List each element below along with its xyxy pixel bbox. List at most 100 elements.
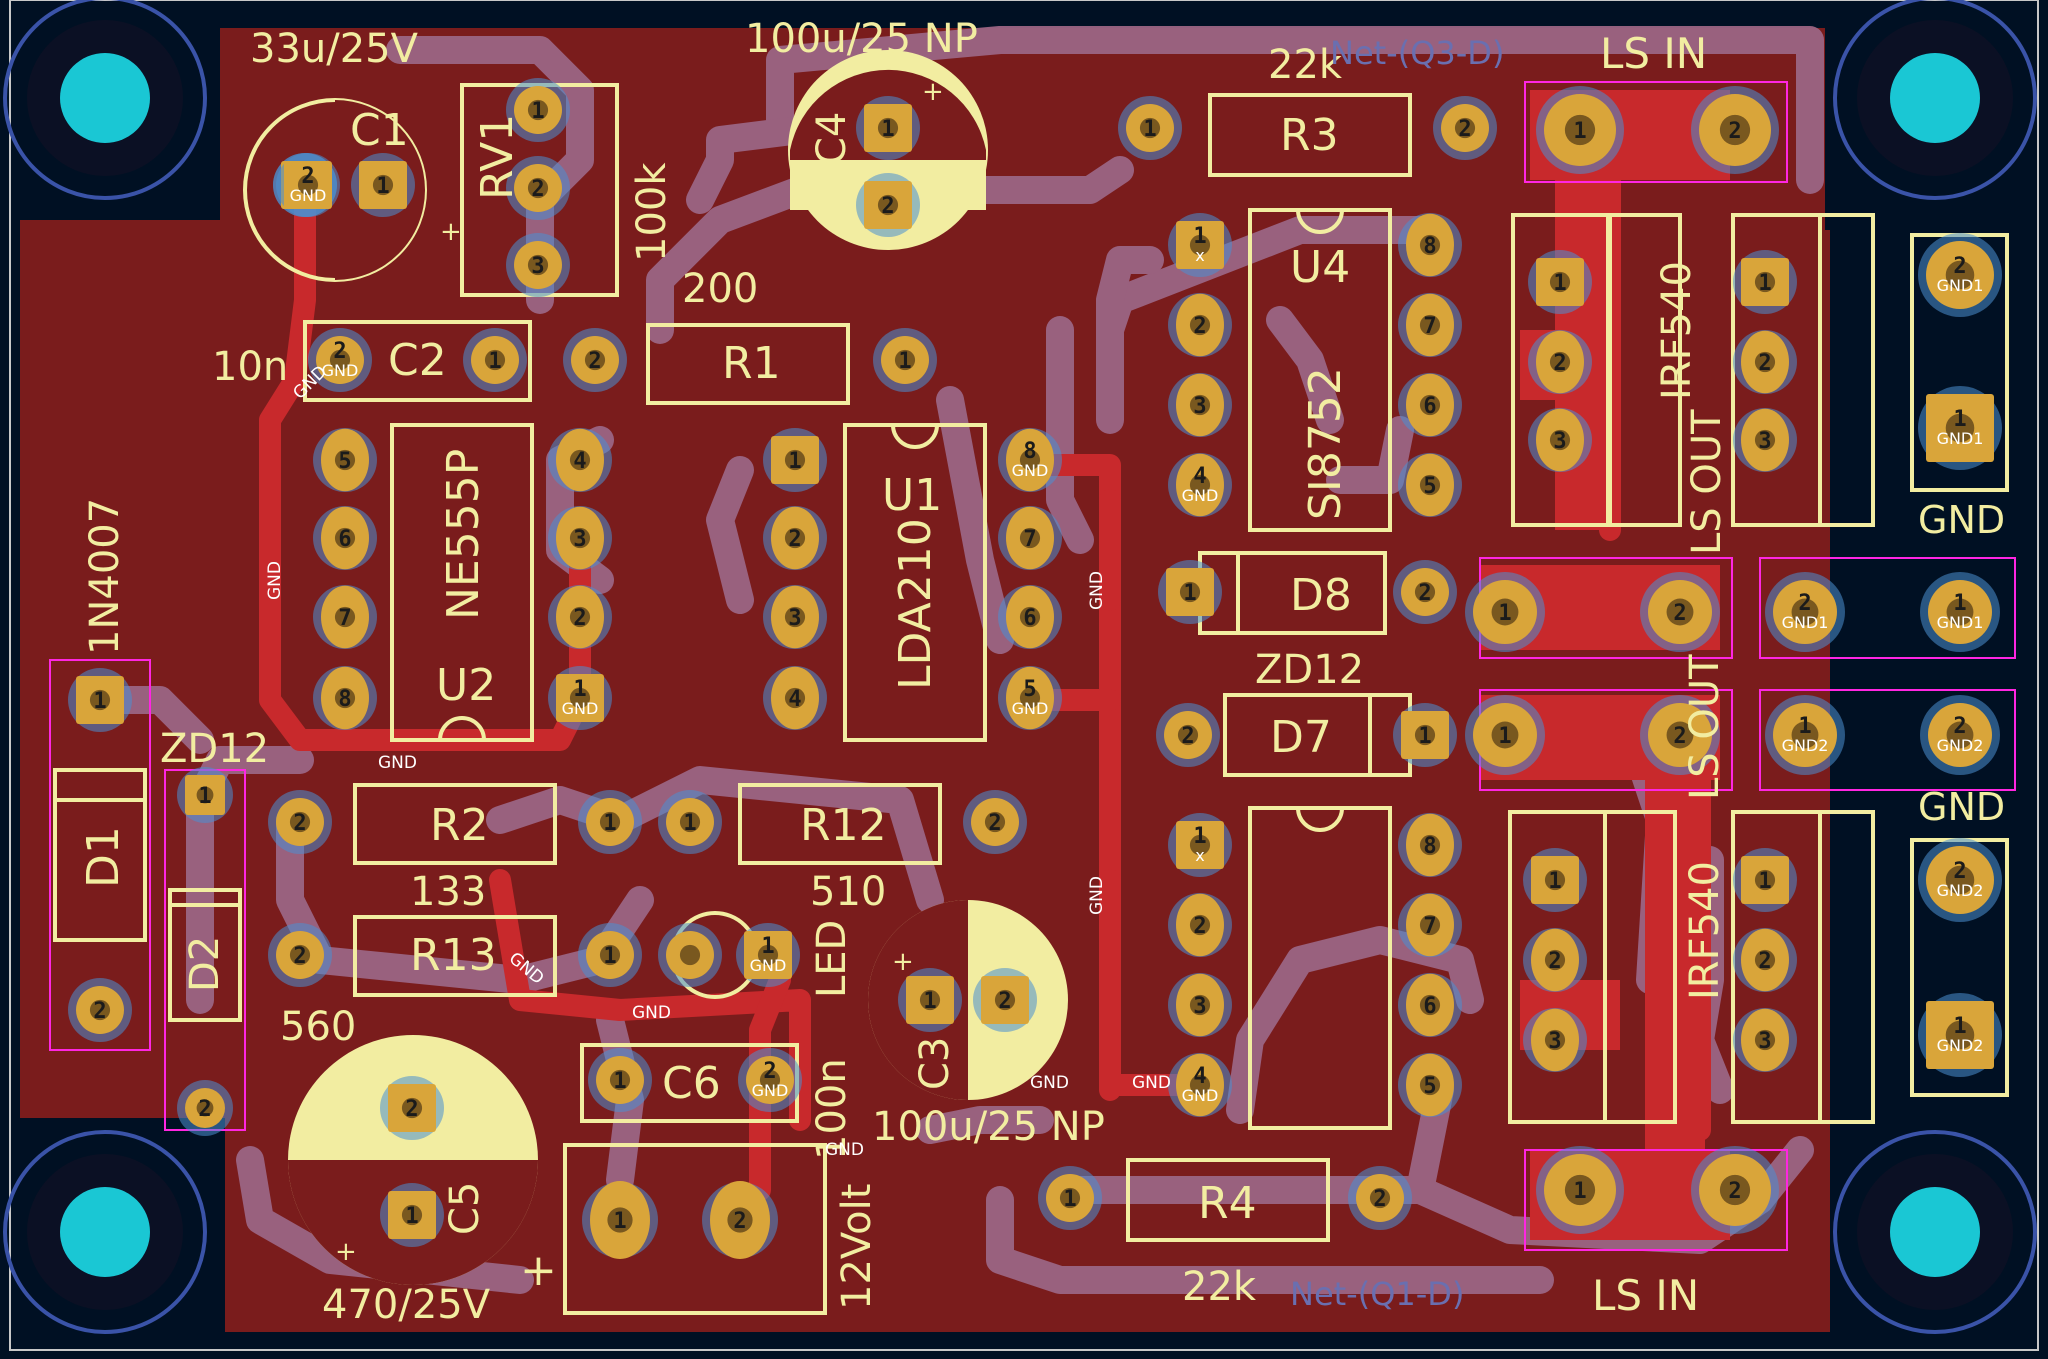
pad-net-label: GND bbox=[1182, 486, 1219, 505]
pad-net-label: GND2 bbox=[1782, 736, 1829, 755]
pad-net-label: GND bbox=[1012, 461, 1049, 480]
gnd-net-label: GND bbox=[378, 753, 417, 773]
pad: 1x bbox=[1168, 813, 1232, 877]
pad: 1 bbox=[351, 153, 415, 217]
pad-net-label: GND bbox=[752, 1081, 789, 1100]
pad: 1 bbox=[578, 923, 642, 987]
pin-number: 1 bbox=[1758, 271, 1771, 296]
pad: 6 bbox=[1398, 373, 1462, 437]
pad: 3 bbox=[1168, 973, 1232, 1037]
pin-number: 2 bbox=[1953, 254, 1966, 279]
pin-number: 2 bbox=[1373, 1187, 1386, 1212]
r2-value: 133 bbox=[410, 869, 486, 915]
pin-number: 2 bbox=[1418, 581, 1431, 606]
pin-number: 1 bbox=[1193, 224, 1206, 249]
pad: 1 bbox=[873, 328, 937, 392]
pin-number: 1 bbox=[881, 117, 894, 142]
pad-net-label: GND bbox=[750, 956, 787, 975]
pad: 2 bbox=[268, 923, 332, 987]
pin-number: 1 bbox=[93, 689, 106, 714]
u1-ref: U1 bbox=[882, 470, 942, 521]
pin-number: 4 bbox=[788, 687, 801, 712]
pin-number: 2 bbox=[1728, 1179, 1741, 1204]
r12-value: 510 bbox=[810, 869, 886, 915]
mounting-hole-bottom-right bbox=[1833, 1130, 2037, 1334]
pad: 1 bbox=[588, 1048, 652, 1112]
pin-number: 1 bbox=[405, 1204, 418, 1229]
pin-number: 1 bbox=[1498, 724, 1511, 749]
pad: 1 bbox=[1733, 848, 1797, 912]
pin-number: 6 bbox=[1023, 606, 1036, 631]
pad: 1 bbox=[582, 1181, 658, 1259]
pad: 2 bbox=[1433, 96, 1497, 160]
pin-number: 1 bbox=[1183, 581, 1196, 606]
pin-number: 1 bbox=[1548, 869, 1561, 894]
pin-number: 5 bbox=[1423, 474, 1436, 499]
pad-net-label: GND bbox=[1182, 1086, 1219, 1105]
pad: 2 bbox=[1393, 560, 1457, 624]
pin-number: 2 bbox=[405, 1097, 418, 1122]
pad: 1 bbox=[1536, 1146, 1624, 1234]
pin-number: 2 bbox=[1728, 119, 1741, 144]
pad: 2 bbox=[1348, 1166, 1412, 1230]
pad: 8 bbox=[313, 666, 377, 730]
pin-number: 8 bbox=[338, 687, 351, 712]
pad: 5 bbox=[1398, 453, 1462, 517]
pin-number: 2 bbox=[1798, 591, 1811, 616]
pin-number: 2 bbox=[1673, 724, 1686, 749]
pin-number: 2 bbox=[531, 177, 544, 202]
pad: 7 bbox=[313, 585, 377, 649]
c5-value: 470/25V bbox=[322, 1282, 491, 1328]
pin-number: 7 bbox=[1423, 314, 1436, 339]
pad: 2 bbox=[68, 978, 132, 1042]
pin-number: 1 bbox=[761, 934, 774, 959]
d8-value: ZD12 bbox=[1255, 647, 1364, 693]
pad-net-label: GND bbox=[290, 186, 327, 205]
pin-number: 2 bbox=[93, 999, 106, 1024]
r2-ref: R2 bbox=[430, 800, 489, 851]
u1-value: LDA210 bbox=[890, 518, 941, 690]
pad: 8 bbox=[1398, 213, 1462, 277]
pin-number: 2 bbox=[1953, 859, 1966, 884]
pin-number: 1 bbox=[788, 449, 801, 474]
pin-number: 2 bbox=[881, 194, 894, 219]
pin-number: 2 bbox=[333, 339, 346, 364]
gnd-net-label: GND bbox=[1087, 876, 1107, 915]
pad: 1 bbox=[1158, 560, 1222, 624]
pad: 2 bbox=[548, 585, 612, 649]
pad: 3 bbox=[1523, 1008, 1587, 1072]
r4-ref: R4 bbox=[1198, 1178, 1257, 1229]
pin-number: 1 bbox=[613, 1209, 626, 1234]
pad-net-label: GND1 bbox=[1937, 613, 1984, 632]
pin-number: 3 bbox=[1548, 1029, 1561, 1054]
pin-number: 2 bbox=[988, 811, 1001, 836]
pin-number: 3 bbox=[788, 606, 801, 631]
pad: 2 bbox=[1640, 572, 1720, 652]
pad: 2 bbox=[1640, 695, 1720, 775]
pad: 2 bbox=[177, 1080, 233, 1136]
pad: 3 bbox=[1528, 408, 1592, 472]
c5-ref: C5 bbox=[442, 1182, 488, 1235]
pad: 4 bbox=[763, 666, 827, 730]
pin-number: 1 bbox=[488, 349, 501, 374]
pad: 7 bbox=[1398, 893, 1462, 957]
pad-net-label: GND1 bbox=[1937, 429, 1984, 448]
pad: 1 bbox=[578, 790, 642, 854]
pad-net-label: GND2 bbox=[1937, 881, 1984, 900]
d8-ref: D8 bbox=[1290, 570, 1352, 621]
d2-ref: D2 bbox=[182, 936, 228, 992]
pin-number: 1 bbox=[531, 99, 544, 124]
pin-number: 1 bbox=[1063, 1187, 1076, 1212]
pin-number: 3 bbox=[1553, 429, 1566, 454]
pad-net-label: GND bbox=[1012, 699, 1049, 718]
pad: 7 bbox=[1398, 293, 1462, 357]
gnd-right-2: GND bbox=[1918, 785, 2005, 829]
